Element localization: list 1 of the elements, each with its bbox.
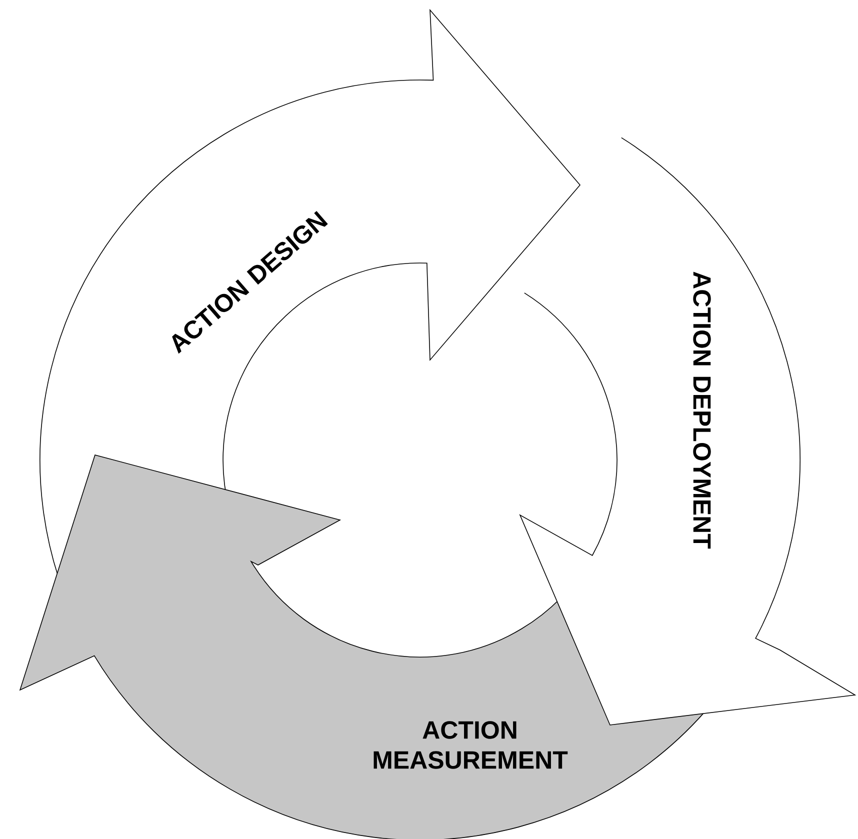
ring-segment: ACTION DEPLOYMENT	[520, 137, 856, 726]
